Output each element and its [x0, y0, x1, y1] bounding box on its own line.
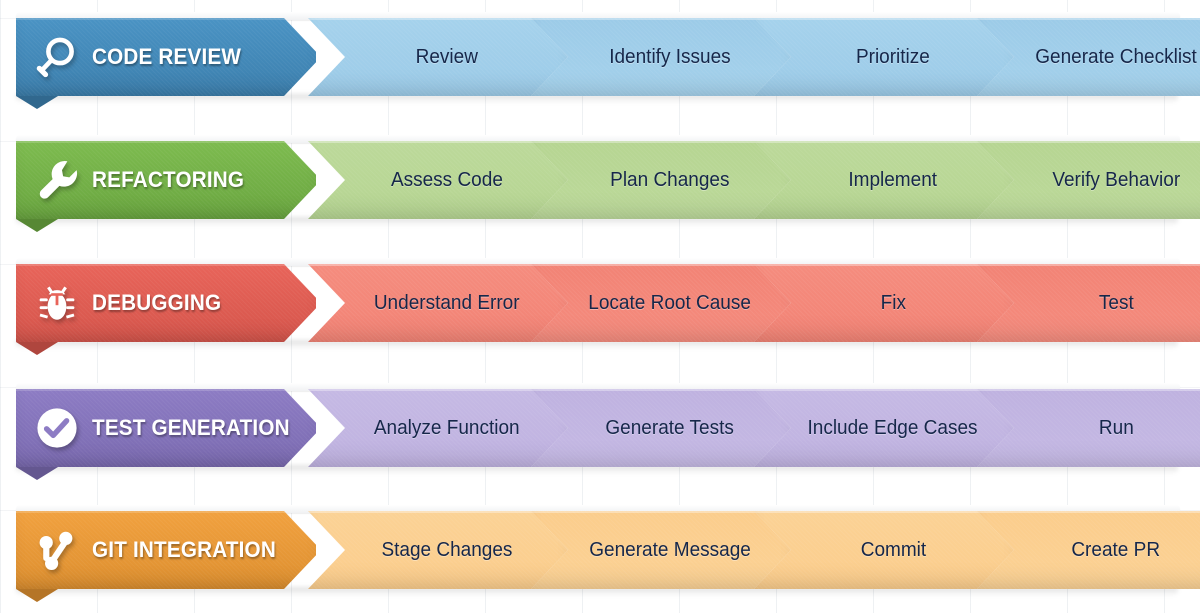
row-drop-shadow: [16, 340, 1178, 349]
step-label: Commit: [860, 538, 926, 561]
workflow-row-debugging: DEBUGGING Understand Error Locate Root Cau…: [8, 258, 1200, 355]
row-label-git-integration[interactable]: GIT INTEGRATION: [16, 511, 316, 589]
step-label: Plan Changes: [610, 168, 730, 191]
step-label: Locate Root Cause: [588, 291, 752, 314]
step-chevron[interactable]: Plan Changes: [531, 141, 791, 219]
step-label: Include Edge Cases: [807, 416, 979, 439]
row-top-sheen: [16, 258, 1180, 266]
step-chevron[interactable]: Run: [977, 389, 1200, 467]
step-label: Prioritize: [856, 45, 930, 68]
step-chevron[interactable]: Test: [977, 264, 1200, 342]
step-label: Implement: [848, 168, 938, 191]
row-drop-shadow: [16, 587, 1178, 596]
step-chevron[interactable]: Verify Behavior: [977, 141, 1200, 219]
row-label-text: GIT INTEGRATION: [92, 537, 276, 562]
row-label-text: CODE REVIEW: [92, 44, 242, 69]
step-chevron[interactable]: Understand Error: [308, 264, 568, 342]
step-chevron[interactable]: Analyze Function: [308, 389, 568, 467]
step-chevron[interactable]: Locate Root Cause: [531, 264, 791, 342]
step-chevron[interactable]: Fix: [754, 264, 1014, 342]
row-steps-test-generation: Analyze Function Generate Tests Include Ed…: [308, 389, 1200, 467]
step-label: Generate Checklist: [1035, 45, 1197, 68]
workflow-row-code-review: CODE REVIEW Review Identify Issues Prioriti…: [8, 12, 1200, 109]
step-chevron[interactable]: Identify Issues: [531, 18, 791, 96]
row-label-text: TEST GENERATION: [92, 415, 290, 440]
step-label: Assess Code: [391, 168, 503, 191]
row-label-text: REFACTORING: [92, 167, 245, 192]
step-chevron[interactable]: Include Edge Cases: [754, 389, 1014, 467]
row-top-sheen: [16, 505, 1180, 513]
row-drop-shadow: [16, 217, 1178, 226]
step-label: Run: [1098, 416, 1134, 439]
step-chevron[interactable]: Commit: [754, 511, 1014, 589]
row-top-sheen: [16, 135, 1180, 143]
row-steps-debugging: Understand Error Locate Root Cause Fix Test: [308, 264, 1200, 342]
row-steps-refactoring: Assess Code Plan Changes Implement Verify B…: [308, 141, 1200, 219]
step-chevron[interactable]: Create PR: [977, 511, 1200, 589]
row-top-sheen: [16, 383, 1180, 391]
step-label: Stage Changes: [381, 538, 513, 561]
step-label: Identify Issues: [609, 45, 731, 68]
step-label: Review: [415, 45, 479, 68]
row-label-code-review[interactable]: CODE REVIEW: [16, 18, 316, 96]
step-chevron[interactable]: Generate Checklist: [977, 18, 1200, 96]
step-label: Understand Error: [374, 291, 520, 314]
workflow-row-test-generation: TEST GENERATION Analyze Function Generate …: [8, 383, 1200, 480]
step-label: Fix: [880, 291, 906, 314]
step-label: Generate Tests: [605, 416, 735, 439]
row-label-text: DEBUGGING: [92, 290, 222, 315]
step-chevron[interactable]: Stage Changes: [308, 511, 568, 589]
step-chevron[interactable]: Assess Code: [308, 141, 568, 219]
step-chevron[interactable]: Prioritize: [754, 18, 1014, 96]
row-steps-code-review: Review Identify Issues Prioritize Generate …: [308, 18, 1200, 96]
workflow-row-refactoring: REFACTORING Assess Code Plan Changes Implem…: [8, 135, 1200, 232]
magnifier-icon: [32, 32, 82, 82]
row-label-debugging[interactable]: DEBUGGING: [16, 264, 316, 342]
row-steps-git-integration: Stage Changes Generate Message Commit Creat…: [308, 511, 1200, 589]
step-label: Analyze Function: [374, 416, 520, 439]
workflow-row-git-integration: GIT INTEGRATION Stage Changes Generate Mes…: [8, 505, 1200, 602]
step-label: Generate Message: [589, 538, 751, 561]
step-chevron[interactable]: Generate Tests: [531, 389, 791, 467]
row-top-sheen: [16, 12, 1180, 20]
row-label-test-generation[interactable]: TEST GENERATION: [16, 389, 316, 467]
bug-icon: [32, 278, 82, 328]
step-label: Verify Behavior: [1052, 168, 1180, 191]
step-label: Create PR: [1071, 538, 1161, 561]
wrench-icon: [32, 155, 82, 205]
git-branch-icon: [32, 525, 82, 575]
step-label: Test: [1098, 291, 1134, 314]
step-chevron[interactable]: Generate Message: [531, 511, 791, 589]
row-drop-shadow: [16, 465, 1178, 474]
step-chevron[interactable]: Implement: [754, 141, 1014, 219]
check-circle-icon: [32, 403, 82, 453]
row-label-refactoring[interactable]: REFACTORING: [16, 141, 316, 219]
step-chevron[interactable]: Review: [308, 18, 568, 96]
row-drop-shadow: [16, 94, 1178, 103]
